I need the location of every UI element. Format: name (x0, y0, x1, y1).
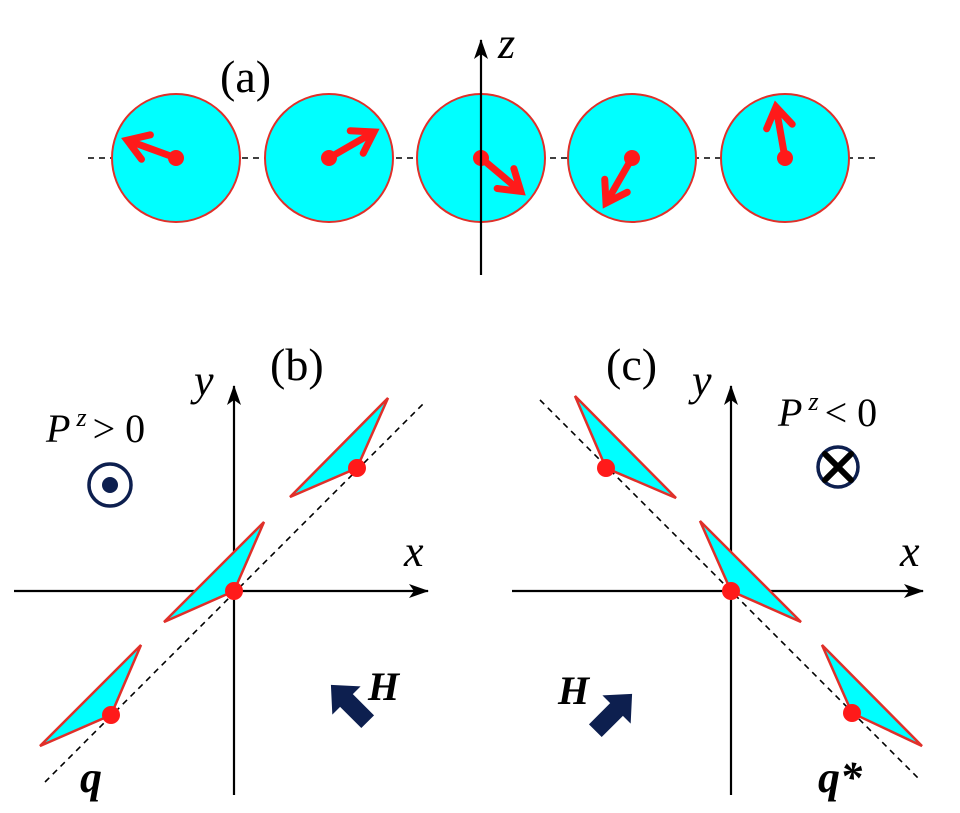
spin-arrow-head (763, 100, 796, 133)
panel-b-x-label: x (403, 527, 424, 576)
spin-circle (111, 93, 241, 223)
panel-b-spiral-segment-lower (39, 644, 143, 748)
spin-circle (567, 93, 697, 223)
panel-a-z-label: z (497, 19, 515, 68)
spin-arrow-shaft (129, 138, 178, 162)
panel-b-spiral-segment-middle (163, 521, 266, 624)
spin-arrow-head (493, 165, 526, 196)
panel-c-spin-site-origin (722, 582, 740, 600)
panel-c-polarization-relation: < 0 (825, 390, 878, 435)
panel-c-wavevector-label: q* (818, 753, 863, 802)
panel-a-label: (a) (220, 51, 271, 102)
panel-b-y-label: y (190, 356, 214, 405)
spin-pivot-dot (777, 150, 793, 166)
panel-b-polarization-relation: > 0 (93, 406, 146, 451)
spin-circle (264, 93, 394, 223)
panel-c-x-label: x (899, 527, 920, 576)
panel-b-label: (b) (270, 339, 324, 390)
panel-c-spin-site-lower (843, 704, 861, 722)
spin-arrow-head (346, 127, 380, 157)
panel-b-spiral-segment-upper (289, 397, 390, 499)
cross-in-circle-icon (816, 445, 860, 489)
panel-b-field-arrow-icon (330, 684, 375, 729)
panel-c-field-arrow-icon (588, 693, 633, 738)
panel-b-polarization-symbol: P (45, 406, 70, 451)
spin-arrow-head (601, 175, 631, 209)
spin-arrow-shaft (604, 156, 636, 202)
spin-pivot-dot (321, 150, 337, 166)
panel-c-field-label: H (557, 668, 591, 713)
panel-c-y-label: y (688, 356, 712, 405)
dot-in-circle-icon (87, 462, 133, 508)
spin-pivot-dot (624, 150, 640, 166)
spin-pivot-dot (168, 150, 184, 166)
spin-arrow-head (121, 131, 154, 163)
panel-b-spin-site-upper (348, 459, 366, 477)
spin-arrow-shaft (478, 155, 521, 192)
panel-c-label: (c) (606, 339, 657, 390)
panel-b-spin-site-origin (225, 582, 243, 600)
panel-c-spiral-segment-upper (573, 395, 677, 500)
panel-a: z (a) (88, 19, 878, 275)
spin-circle (720, 93, 850, 223)
panel-b-wavevector-label: q (80, 753, 102, 802)
panel-c-spiral-segment-middle (698, 520, 802, 624)
panel-c-polarization-superscript: z (807, 387, 818, 416)
panel-b-polarization-superscript: z (75, 403, 86, 432)
panel-c-polarization-symbol: P (777, 390, 802, 435)
panel-c-spin-site-upper (597, 459, 615, 477)
panel-c-spiral-segment-lower (820, 644, 923, 748)
panel-b-field-label: H (367, 664, 401, 709)
panel-b-spin-site-lower (102, 706, 120, 724)
